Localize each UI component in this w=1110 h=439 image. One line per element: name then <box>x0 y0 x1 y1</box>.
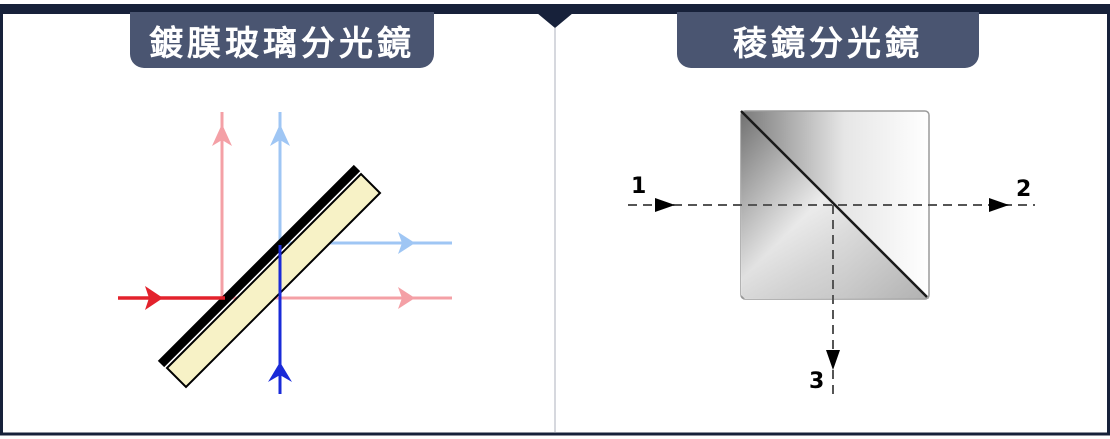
cube-splitter-diagram: 1 2 3 <box>628 110 1035 395</box>
transmitted-ray-arrow-up <box>270 124 290 146</box>
output-ray-down-arrow <box>826 350 840 370</box>
left-panel-title-text: 鍍膜玻璃分光鏡 <box>149 23 415 64</box>
input-ray-arrow <box>655 198 675 212</box>
prism-diagonal <box>740 110 928 298</box>
frame-top-bar <box>0 4 1110 14</box>
reflected-ray-arrow-up <box>212 124 232 146</box>
glass-coating <box>157 164 361 368</box>
blue-ray-arrow-right <box>398 232 415 254</box>
incident-ray-arrow <box>145 286 163 310</box>
coated-glass-diagram <box>118 112 452 394</box>
dark-blue-arrow-up <box>268 362 292 382</box>
right-panel-title-text: 稜鏡分光鏡 <box>733 23 923 64</box>
ray-label-2: 2 <box>1016 177 1031 202</box>
divider-notch <box>537 13 573 28</box>
output-ray-right-arrow <box>989 198 1009 212</box>
red-ray-arrow-right <box>398 287 415 309</box>
ray-label-3: 3 <box>809 369 824 394</box>
left-panel-title: 鍍膜玻璃分光鏡 <box>130 12 434 68</box>
right-panel-title: 稜鏡分光鏡 <box>677 12 979 68</box>
ray-label-1: 1 <box>631 174 646 199</box>
glass-plate <box>165 172 382 389</box>
